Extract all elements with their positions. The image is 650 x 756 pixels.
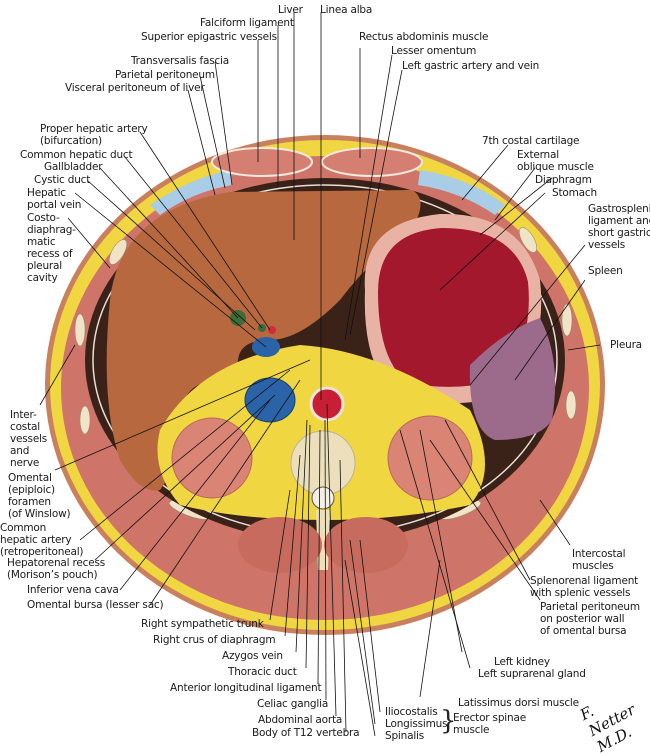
label-diaphragm: Diaphragm xyxy=(535,174,592,186)
label-lesser-omentum: Lesser omentum xyxy=(391,45,477,57)
label-stomach: Stomach xyxy=(552,187,597,199)
label-abdominal-aorta: Abdominal aorta xyxy=(258,714,343,726)
label-azygos-vein: Azygos vein xyxy=(222,650,283,662)
label-liver: Liver xyxy=(278,4,303,16)
label-right-crus: Right crus of diaphragm xyxy=(153,634,276,646)
label-costodiaphragmatic-recess: Costo- diaphrag- matic recess of pleural… xyxy=(27,212,76,284)
spleen xyxy=(469,318,556,440)
erector-spinae-right xyxy=(238,517,322,573)
label-rectus-abdominis: Rectus abdominis muscle xyxy=(359,31,489,43)
right-kidney xyxy=(171,417,253,499)
label-gallbladder: Gallbladder xyxy=(44,161,103,173)
left-kidney-shape xyxy=(387,415,473,501)
label-spleen: Spleen xyxy=(588,265,623,277)
label-intercostal-vessels: Inter- costal vessels and nerve xyxy=(10,409,48,469)
label-latissimus-dorsi: Latissimus dorsi muscle xyxy=(458,697,579,709)
label-omental-bursa: Omental bursa (lesser sac) xyxy=(27,599,164,611)
hepatic-artery xyxy=(268,326,276,334)
label-thoracic-duct: Thoracic duct xyxy=(228,666,297,678)
label-omental-foramen: Omental (epiploic) foramen (of Winslow) xyxy=(8,472,71,520)
label-intercostal-muscles: Intercostal muscles xyxy=(572,548,626,572)
costal-cartilage-left xyxy=(418,170,505,215)
vertebral-body xyxy=(290,430,356,496)
label-pleura: Pleura xyxy=(610,339,642,351)
label-visceral-peritoneum: Visceral peritoneum of liver xyxy=(65,82,205,94)
label-parietal-peritoneum-posterior: Parietal peritoneum on posterior wall of… xyxy=(540,601,640,637)
label-longissimus: Longissimus xyxy=(385,718,448,730)
erector-spinae-brace: } xyxy=(440,706,457,736)
label-proper-hepatic-artery: Proper hepatic artery (bifurcation) xyxy=(40,123,148,147)
label-common-hepatic-duct: Common hepatic duct xyxy=(20,149,133,161)
label-inferior-vena-cava: Inferior vena cava xyxy=(27,584,119,596)
label-body-t12: Body of T12 vertebra xyxy=(252,727,360,739)
anatomy-cross-section xyxy=(39,12,605,737)
label-cystic-duct: Cystic duct xyxy=(34,174,91,186)
label-hepatic-portal-vein: Hepatic portal vein xyxy=(27,187,82,211)
label-superior-epigastric-vessels: Superior epigastric vessels xyxy=(141,31,277,43)
label-erector-spinae: Erector spinae muscle xyxy=(453,712,526,736)
label-left-kidney: Left kidney xyxy=(494,656,550,668)
liver xyxy=(106,190,421,491)
label-falciform-ligament: Falciform ligament xyxy=(200,17,294,29)
label-transversalis-fascia: Transversalis fascia xyxy=(131,55,230,67)
label-common-hepatic-artery: Common hepatic artery (retroperitoneal) xyxy=(0,522,84,558)
label-right-sympathetic-trunk: Right sympathetic trunk xyxy=(141,618,264,630)
label-left-gastric: Left gastric artery and vein xyxy=(402,60,540,72)
label-parietal-peritoneum: Parietal peritoneum xyxy=(115,69,215,81)
rectus-abdominis-right xyxy=(211,147,313,177)
leader-lines xyxy=(39,12,601,737)
erector-spinae-left xyxy=(324,517,408,573)
label-external-oblique: External oblique muscle xyxy=(517,149,594,173)
label-left-suprarenal: Left suprarenal gland xyxy=(478,668,586,680)
label-anterior-longitudinal-ligament: Anterior longitudinal ligament xyxy=(170,682,322,694)
label-spinalis: Spinalis xyxy=(385,730,425,742)
label-celiac-ganglia: Celiac ganglia xyxy=(257,698,329,710)
label-7th-costal-cartilage: 7th costal cartilage xyxy=(482,135,580,147)
label-linea-alba: Linea alba xyxy=(320,4,373,16)
spinal-canal xyxy=(311,486,335,510)
label-iliocostalis: Iliocostalis xyxy=(385,706,438,718)
label-splenorenal-ligament: Splenorenal ligament with splenic vessel… xyxy=(530,575,639,599)
rectus-abdominis-left xyxy=(321,147,423,177)
label-gastrosplenic-ligament: Gastrosplenic ligament and short gastric… xyxy=(588,203,650,251)
label-hepatorenal-recess: Hepatorenal recess (Morison’s pouch) xyxy=(7,557,106,581)
